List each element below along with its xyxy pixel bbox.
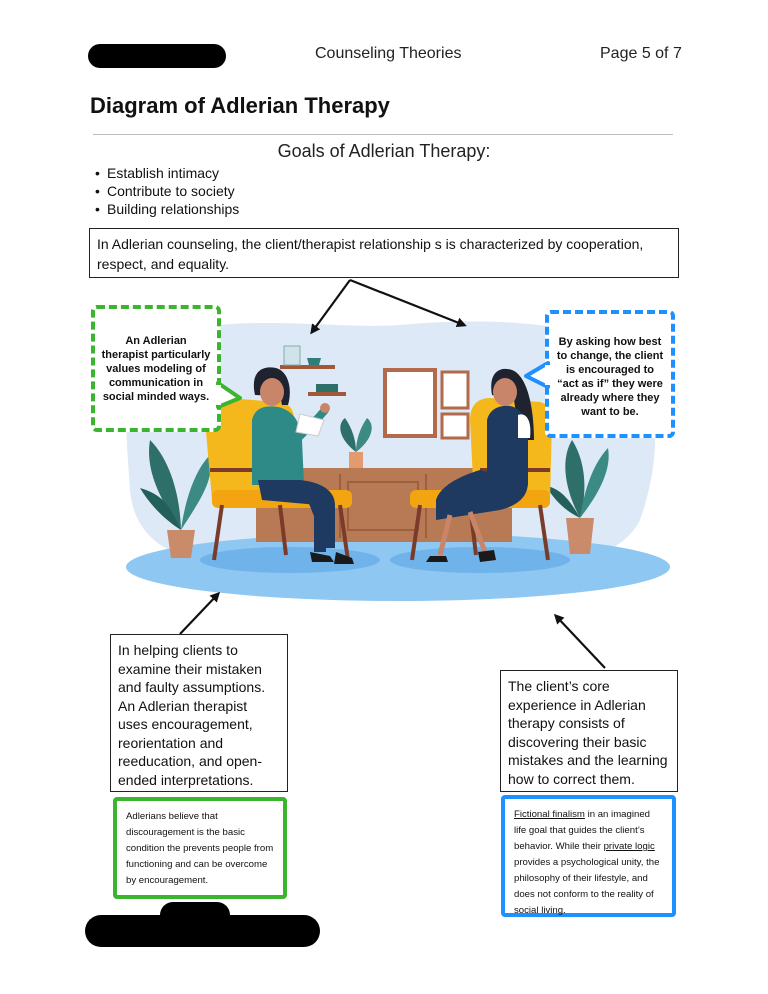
relationship-box: In Adlerian counseling, the client/thera… bbox=[89, 228, 679, 278]
box-left-encouragement: In helping clients to examine their mist… bbox=[110, 634, 288, 792]
page-title: Diagram of Adlerian Therapy bbox=[90, 93, 390, 118]
bubble-right-tail bbox=[524, 361, 550, 389]
goal-item: Contribute to society bbox=[95, 182, 239, 200]
therapy-illustration bbox=[126, 278, 670, 669]
redacted-signature-top bbox=[160, 902, 230, 928]
arrow-to-client bbox=[349, 278, 467, 328]
bubble-right: By asking how best to change, the client… bbox=[545, 310, 675, 438]
goal-item: Establish intimacy bbox=[95, 164, 239, 182]
goals-list: Establish intimacy Contribute to society… bbox=[95, 164, 239, 218]
bubble-left-tail bbox=[216, 381, 242, 409]
box-right-core-experience: The client’s core experience in Adlerian… bbox=[500, 670, 678, 792]
redacted-name bbox=[88, 44, 226, 68]
goals-heading: Goals of Adlerian Therapy: bbox=[277, 141, 491, 161]
term-private-logic: private logic bbox=[603, 841, 655, 852]
note-left-discouragement: Adlerians believe that discouragement is… bbox=[113, 797, 287, 899]
arrow-bottom-left bbox=[179, 591, 221, 635]
note-right-fictional-finalism: Fictional finalism in an imagined life g… bbox=[501, 795, 676, 917]
goal-item: Building relationships bbox=[95, 200, 239, 218]
title-divider bbox=[93, 134, 673, 135]
course-title: Counseling Theories bbox=[315, 45, 462, 62]
arrow-bottom-right bbox=[553, 613, 606, 669]
arrow-to-therapist bbox=[310, 279, 351, 335]
term-fictional-finalism: Fictional finalism bbox=[514, 809, 585, 820]
bubble-left: An Adlerian therapist particularly value… bbox=[91, 305, 221, 432]
page-number: Page 5 of 7 bbox=[600, 45, 682, 62]
